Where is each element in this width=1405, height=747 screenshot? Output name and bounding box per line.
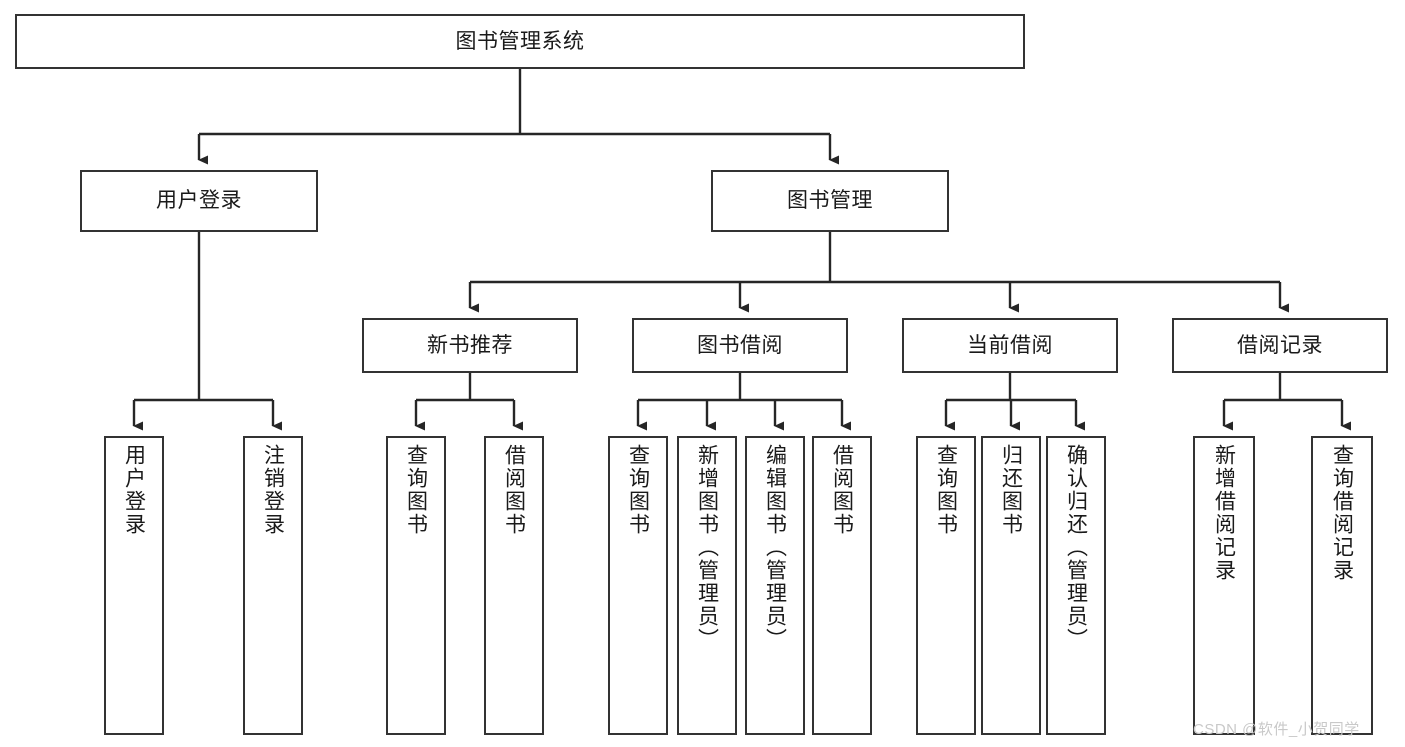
node-new-book-rec[interactable]: 新书推荐 xyxy=(362,318,578,373)
node-leaf-9[interactable]: 查询图书 xyxy=(916,436,976,735)
node-label: 新增借阅记录 xyxy=(1212,444,1236,582)
node-label: 编辑图书（管理员） xyxy=(763,444,787,651)
node-label: 用户登录 xyxy=(156,189,242,213)
node-leaf-13[interactable]: 查询借阅记录 xyxy=(1311,436,1373,735)
node-label: 查询借阅记录 xyxy=(1330,444,1354,582)
node-label: 图书管理 xyxy=(787,189,873,213)
node-leaf-7[interactable]: 编辑图书（管理员） xyxy=(745,436,805,735)
node-leaf-1[interactable]: 用户登录 xyxy=(104,436,164,735)
node-label: 图书管理系统 xyxy=(455,29,585,53)
node-leaf-3[interactable]: 查询图书 xyxy=(386,436,446,735)
node-leaf-10[interactable]: 归还图书 xyxy=(981,436,1041,735)
edge-group xyxy=(132,69,1351,431)
node-label: 查询图书 xyxy=(626,444,650,536)
node-leaf-11[interactable]: 确认归还（管理员） xyxy=(1046,436,1106,735)
node-label: 确认归还（管理员） xyxy=(1064,444,1088,651)
node-borrow-record[interactable]: 借阅记录 xyxy=(1172,318,1388,373)
node-leaf-4[interactable]: 借阅图书 xyxy=(484,436,544,735)
node-label: 新书推荐 xyxy=(427,333,513,357)
node-label: 借阅记录 xyxy=(1237,333,1323,357)
node-user-login[interactable]: 用户登录 xyxy=(80,170,318,232)
node-leaf-8[interactable]: 借阅图书 xyxy=(812,436,872,735)
node-leaf-2[interactable]: 注销登录 xyxy=(243,436,303,735)
node-label: 归还图书 xyxy=(999,444,1023,536)
node-label: 当前借阅 xyxy=(967,333,1053,357)
node-label: 查询图书 xyxy=(404,444,428,536)
node-label: 借阅图书 xyxy=(830,444,854,536)
node-book-borrow[interactable]: 图书借阅 xyxy=(632,318,848,373)
node-label: 新增图书（管理员） xyxy=(695,444,719,651)
node-label: 用户登录 xyxy=(122,444,146,536)
node-leaf-12[interactable]: 新增借阅记录 xyxy=(1193,436,1255,735)
node-root[interactable]: 图书管理系统 xyxy=(15,14,1025,69)
node-book-manage[interactable]: 图书管理 xyxy=(711,170,949,232)
node-leaf-5[interactable]: 查询图书 xyxy=(608,436,668,735)
node-label: 图书借阅 xyxy=(697,333,783,357)
node-label: 查询图书 xyxy=(934,444,958,536)
node-current-borrow[interactable]: 当前借阅 xyxy=(902,318,1118,373)
node-label: 注销登录 xyxy=(261,444,285,536)
node-label: 借阅图书 xyxy=(502,444,526,536)
node-leaf-6[interactable]: 新增图书（管理员） xyxy=(677,436,737,735)
